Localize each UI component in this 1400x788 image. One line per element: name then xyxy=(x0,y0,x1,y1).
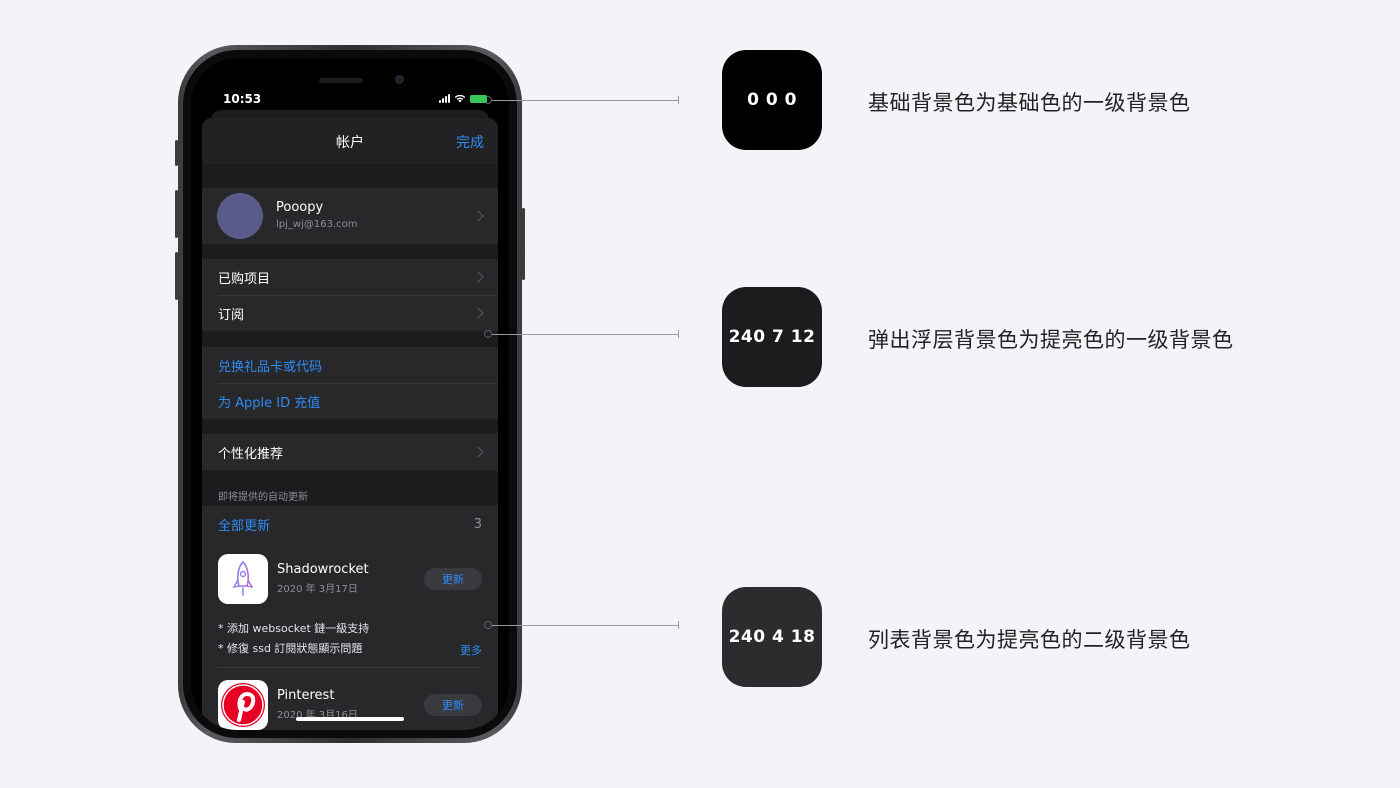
release-note: * 修復 ssd 訂閱狀態顯示問題 xyxy=(218,642,363,655)
callout-dot xyxy=(484,330,492,338)
app-update-item[interactable]: Shadowrocket 2020 年 3月17日 更新 xyxy=(202,542,498,614)
battery-icon xyxy=(470,94,487,103)
done-button[interactable]: 完成 xyxy=(456,135,484,151)
row-label: 个性化推荐 xyxy=(218,446,284,462)
color-swatch: 240 7 12 xyxy=(722,287,822,387)
chevron-right-icon xyxy=(472,271,484,283)
personalized-recommendations-row[interactable]: 个性化推荐 xyxy=(202,434,498,470)
speaker xyxy=(319,78,363,83)
section-header-text: 即将提供的自动更新 xyxy=(218,492,308,503)
volume-down-button xyxy=(175,252,178,300)
app-update-item[interactable]: Pinterest 2020 年 3月16日 更新 xyxy=(202,668,498,730)
app-name: Shadowrocket xyxy=(277,562,369,577)
callout-line xyxy=(492,625,678,626)
update-button[interactable]: 更新 xyxy=(424,694,482,716)
callout-description: 列表背景色为提亮色的二级背景色 xyxy=(868,628,1191,652)
row-label: 已购项目 xyxy=(218,271,271,287)
row-label: 兑换礼品卡或代码 xyxy=(218,359,323,375)
callout-line xyxy=(492,100,678,101)
redeem-row[interactable]: 兑换礼品卡或代码 xyxy=(202,347,498,383)
color-swatch: 240 4 18 xyxy=(722,587,822,687)
avatar xyxy=(217,193,263,239)
callout-tick xyxy=(678,330,679,338)
purchased-row[interactable]: 已购项目 xyxy=(202,259,498,295)
add-funds-row[interactable]: 为 Apple ID 充值 xyxy=(202,383,498,419)
callout-tick xyxy=(678,96,679,104)
account-sheet: 帐户 完成 Pooopy lpj_wj@163.com 已购项目 xyxy=(202,118,498,730)
front-camera xyxy=(395,75,404,84)
row-label: 订阅 xyxy=(218,307,245,323)
profile-row[interactable]: Pooopy lpj_wj@163.com xyxy=(202,188,498,244)
phone-screen: 10:53 帐户 完成 Pooopy xyxy=(191,58,509,730)
rocket-icon xyxy=(218,554,268,604)
update-count: 3 xyxy=(473,516,482,532)
power-button xyxy=(522,208,525,280)
nav-title: 帐户 xyxy=(336,135,364,151)
nav-bar: 帐户 完成 xyxy=(202,118,498,164)
release-note: * 添加 websocket 鏈一級支持 xyxy=(218,622,370,635)
phone-mockup: 10:53 帐户 完成 Pooopy xyxy=(178,45,522,743)
callout-tick xyxy=(678,621,679,629)
update-all-label: 全部更新 xyxy=(218,518,271,534)
mute-switch xyxy=(175,140,178,166)
update-all-row[interactable]: 全部更新 3 xyxy=(202,506,498,542)
color-swatch: 0 0 0 xyxy=(722,50,822,150)
wifi-icon xyxy=(454,94,466,103)
section-header: 即将提供的自动更新 xyxy=(202,470,498,506)
more-link[interactable]: 更多 xyxy=(460,644,482,657)
volume-up-button xyxy=(175,190,178,238)
callout-line xyxy=(492,334,678,335)
chevron-right-icon xyxy=(472,307,484,319)
pinterest-icon xyxy=(218,680,268,730)
callout-dot xyxy=(484,621,492,629)
release-notes: * 添加 websocket 鏈一級支持 * 修復 ssd 訂閱狀態顯示問題 更… xyxy=(202,614,498,668)
profile-email: lpj_wj@163.com xyxy=(276,219,358,230)
home-indicator xyxy=(296,717,404,721)
callout-description: 基础背景色为基础色的一级背景色 xyxy=(868,91,1191,115)
app-date: 2020 年 3月16日 xyxy=(277,710,358,721)
profile-name: Pooopy xyxy=(276,200,324,215)
chevron-right-icon xyxy=(472,446,484,458)
app-name: Pinterest xyxy=(277,688,335,703)
callout-description: 弹出浮层背景色为提亮色的一级背景色 xyxy=(868,328,1234,352)
chevron-right-icon xyxy=(472,210,484,222)
status-bar: 10:53 xyxy=(191,58,509,106)
row-label: 为 Apple ID 充值 xyxy=(218,395,321,411)
cellular-signal-icon xyxy=(439,93,450,103)
status-time: 10:53 xyxy=(223,92,262,106)
subscriptions-row[interactable]: 订阅 xyxy=(202,295,498,331)
app-date: 2020 年 3月17日 xyxy=(277,584,358,595)
update-button[interactable]: 更新 xyxy=(424,568,482,590)
